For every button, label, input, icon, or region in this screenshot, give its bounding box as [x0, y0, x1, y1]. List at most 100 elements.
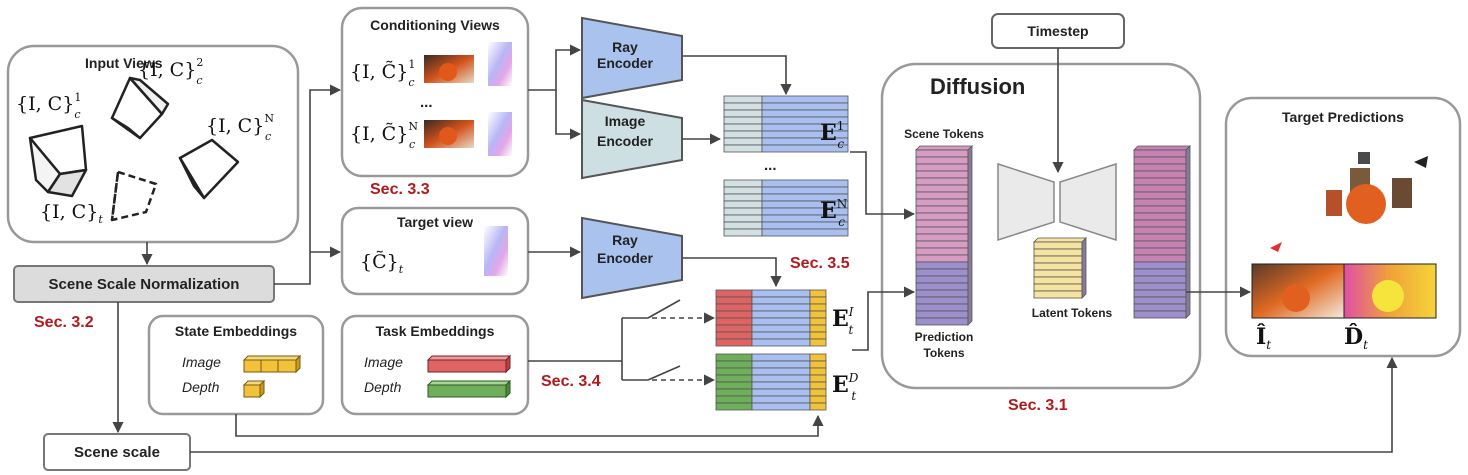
token-cell [1133, 212, 1187, 221]
camera-n-icon [178, 138, 240, 200]
token-cell [761, 95, 849, 104]
token-cell [809, 296, 827, 305]
token-stack-side [967, 145, 973, 326]
token-cell [751, 331, 811, 340]
conditioning-embedding-1-stack [723, 95, 849, 153]
token-cell [723, 193, 763, 202]
token-cell [751, 353, 811, 362]
token-cell [915, 219, 969, 228]
token-cell [751, 402, 811, 411]
timestep-label: Timestep [1027, 23, 1088, 39]
ray-encoder-top: Ray Encoder [581, 16, 683, 100]
token-cell [915, 177, 969, 186]
token-cell [715, 296, 753, 305]
scene-scale-normalization-label: Scene Scale Normalization [49, 276, 240, 293]
token-stack-top [1133, 145, 1191, 151]
token-cell [1133, 233, 1187, 242]
pumpkin-n-shape [439, 127, 457, 145]
state-embeddings-panel: State Embeddings Image Depth [147, 314, 325, 416]
target-view-set-label: {C̃}t [360, 251, 404, 276]
token-cell [723, 214, 763, 223]
token-cell [751, 338, 811, 347]
token-cell [1133, 156, 1187, 165]
target-predictions-panel: Target Predictions Ît D̂t [1224, 96, 1462, 358]
ray-encoder-top-label-1: Ray [612, 39, 638, 55]
token-cell [715, 338, 753, 347]
token-cell [915, 205, 969, 214]
ray-encoder-bottom: Ray Encoder [581, 216, 683, 300]
token-stack-top [1033, 237, 1087, 243]
token-cell [1133, 303, 1187, 312]
token-cell [723, 109, 763, 118]
token-cell [751, 324, 811, 333]
token-cell [723, 200, 763, 209]
token-cell [723, 179, 763, 188]
token-cell [723, 102, 763, 111]
task-image-label: Image [364, 354, 403, 370]
token-cell [723, 116, 763, 125]
token-cell [915, 289, 969, 298]
token-cell [809, 367, 827, 376]
target-image-embedding-stack [715, 289, 827, 347]
token-cell [915, 163, 969, 172]
token-cell [1133, 282, 1187, 291]
token-cell [751, 303, 811, 312]
token-cell [715, 331, 753, 340]
token-cell [1133, 310, 1187, 319]
token-cell [915, 240, 969, 249]
token-cell [915, 198, 969, 207]
token-cell [751, 310, 811, 319]
token-cell [723, 95, 763, 104]
token-cell [1033, 283, 1083, 292]
predicted-image-label: Ît [1256, 323, 1271, 352]
section-3-5: Sec. 3.5 [790, 255, 850, 272]
scene-scale-label: Scene scale [74, 444, 160, 461]
token-cell [715, 310, 753, 319]
token-cell [809, 402, 827, 411]
token-cell [715, 402, 753, 411]
token-cell [715, 381, 753, 390]
token-stack-top [915, 145, 973, 151]
latent-tokens-label: Latent Tokens [1032, 306, 1113, 320]
token-cell [915, 303, 969, 312]
token-cell [723, 221, 763, 230]
token-cell [723, 123, 763, 132]
task-embeddings-title: Task Embeddings [376, 323, 495, 339]
token-cell [915, 275, 969, 284]
token-cell [809, 353, 827, 362]
token-cell [723, 144, 763, 153]
image-encoder: Image Encoder [581, 98, 683, 180]
token-cell [715, 374, 753, 383]
target-camera-icon [110, 170, 158, 222]
state-depth-label: Depth [182, 379, 220, 395]
small-red-marker [1270, 242, 1282, 252]
token-cell [915, 233, 969, 242]
token-cell [1033, 248, 1083, 257]
token-cell [723, 207, 763, 216]
task-depth-token-bar [426, 379, 512, 399]
token-cell [809, 303, 827, 312]
token-cell [1133, 268, 1187, 277]
token-cell [1133, 184, 1187, 193]
target-ray-map [484, 226, 508, 276]
conditioning-ellipsis: ... [420, 94, 433, 111]
token-cell [1033, 269, 1083, 278]
image-encoder-label-1: Image [605, 113, 646, 129]
token-stack-side [1081, 237, 1087, 299]
token-cell [761, 144, 849, 153]
token-cell [1133, 163, 1187, 172]
token-cell [809, 331, 827, 340]
token-cell [723, 186, 763, 195]
token-cell [723, 130, 763, 139]
token-cell [1133, 170, 1187, 179]
token-cell [715, 388, 753, 397]
conditioning-embedding-n-stack [723, 179, 849, 237]
token-cell [751, 395, 811, 404]
target-depth-embedding-stack [715, 353, 827, 411]
token-cell [715, 317, 753, 326]
token-cell [1133, 177, 1187, 186]
latent-tokens-stack [1033, 237, 1087, 299]
